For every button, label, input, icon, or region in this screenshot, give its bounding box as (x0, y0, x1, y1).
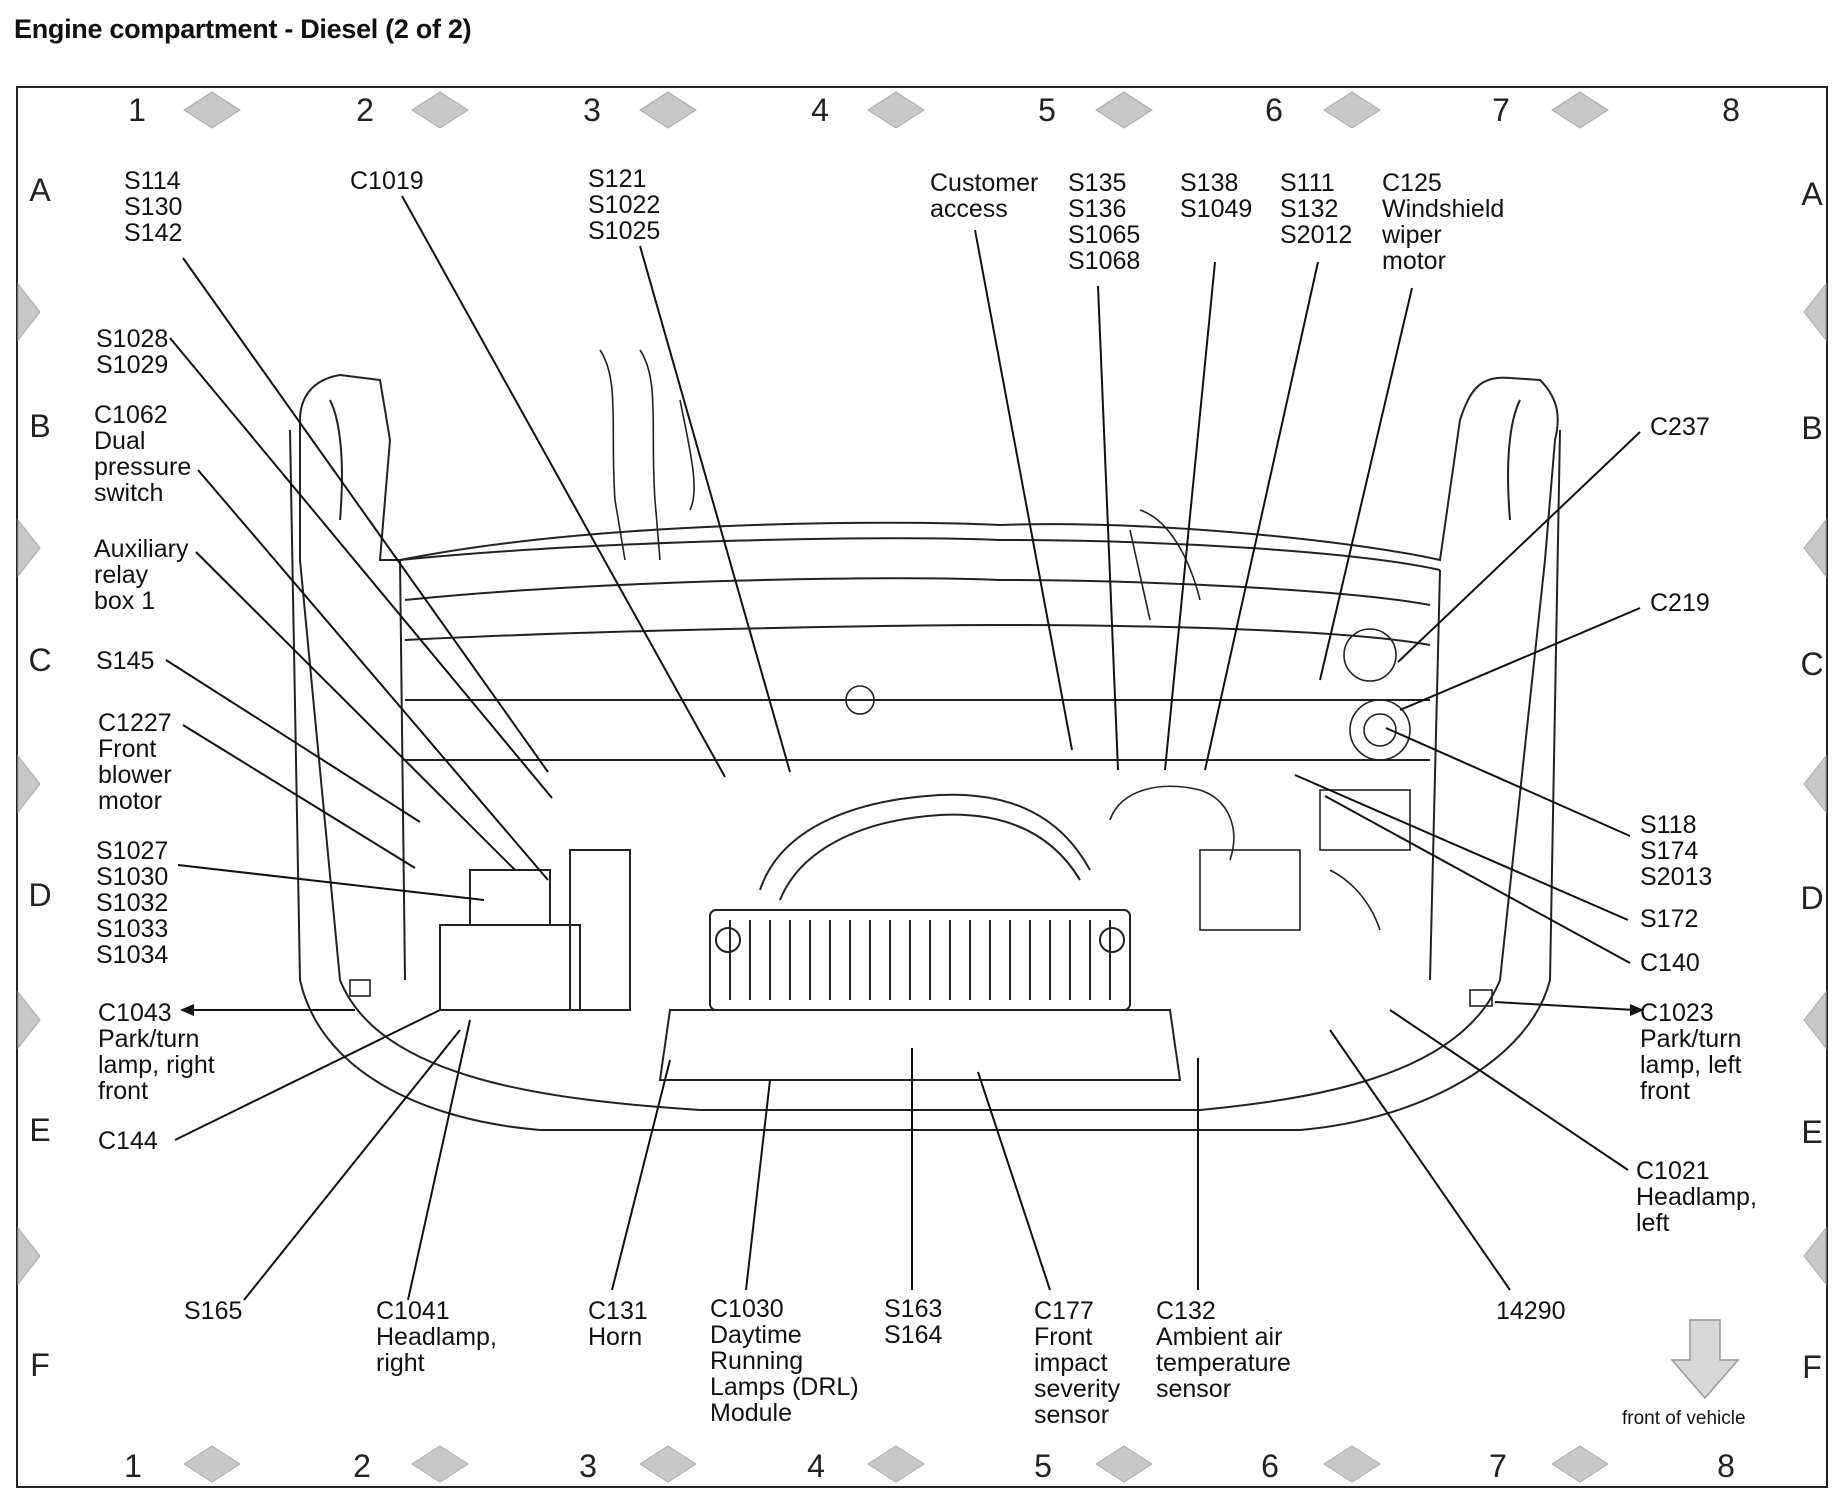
page-title: Engine compartment - Diesel (2 of 2) (14, 14, 472, 44)
col-label-top-3: 3 (583, 92, 601, 128)
label-14290: 14290 (1496, 1297, 1566, 1325)
leader-arrowheads (180, 1004, 1644, 1016)
row-label-left-f: F (30, 1347, 50, 1383)
col-label-bottom-8: 8 (1717, 1448, 1735, 1484)
label-s138-s1049: S138 S1049 (1180, 169, 1253, 223)
label-s1027-s1034: S1027 S1030 S1032 S1033 S1034 (96, 837, 169, 969)
row-label-left-d: D (28, 877, 52, 913)
label-c1043-park-turn-lamp-right-front: C1043 Park/turn lamp, right front (98, 999, 215, 1105)
col-label-bottom-6: 6 (1261, 1448, 1279, 1484)
label-c1041-headlamp-right: C1041 Headlamp, right (376, 1297, 497, 1377)
label-c1227-front-blower-motor: C1227 Front blower motor (98, 709, 172, 815)
label-c219: C219 (1650, 589, 1710, 617)
leader-lines (165, 195, 1641, 1301)
row-label-right-d: D (1800, 880, 1824, 916)
label-c1021-headlamp-left: C1021 Headlamp, left (1636, 1157, 1757, 1237)
label-s111-s132-s2012: S111 S132 S2012 (1280, 169, 1353, 249)
row-label-right-a: A (1801, 176, 1823, 212)
vehicle-outline (289, 373, 1561, 1131)
front-of-vehicle-label: front of vehicle (1622, 1408, 1746, 1429)
grid-diamonds (17, 91, 1827, 1483)
label-c131-horn: C131 Horn (588, 1297, 648, 1351)
col-label-bottom-1: 1 (124, 1448, 142, 1484)
col-label-bottom-5: 5 (1034, 1448, 1052, 1484)
label-c140: C140 (1640, 949, 1700, 977)
row-label-left-b: B (29, 408, 51, 444)
label-s172: S172 (1640, 905, 1699, 933)
row-label-right-b: B (1801, 410, 1823, 446)
row-label-left-a: A (29, 172, 51, 208)
engine-parts (349, 349, 1493, 1007)
label-c132-ambient-air-temperature-sensor: C132 Ambient air temperature sensor (1156, 1297, 1291, 1403)
label-s163-s164: S163 S164 (884, 1295, 943, 1349)
label-c1062-dual-pressure-switch: C1062 Dual pressure switch (94, 401, 192, 507)
row-label-right-e: E (1801, 1114, 1823, 1150)
relay-box (439, 849, 631, 1011)
row-label-left-e: E (29, 1112, 51, 1148)
label-auxiliary-relay-box-1: Auxiliary relay box 1 (94, 535, 189, 615)
col-label-top-1: 1 (128, 92, 146, 128)
row-label-right-f: F (1802, 1349, 1822, 1385)
label-s118-s174-s2013: S118 S174 S2013 (1640, 811, 1713, 891)
label-s1028-s1029: S1028 S1029 (96, 325, 169, 379)
label-c1030-drl-module: C1030 Daytime Running Lamps (DRL) Module (710, 1295, 859, 1427)
col-label-bottom-2: 2 (353, 1448, 371, 1484)
label-s135-s136-s1065-s1068: S135 S136 S1065 S1068 (1068, 169, 1141, 275)
label-c1019: C1019 (350, 167, 424, 195)
label-s114-s130-s142: S114 S130 S142 (124, 167, 183, 247)
label-s145: S145 (96, 647, 155, 675)
label-customer-access: Customer access (930, 169, 1039, 223)
row-label-left-c: C (28, 642, 52, 678)
col-label-bottom-3: 3 (579, 1448, 597, 1484)
label-c125-windshield-wiper-motor: C125 Windshield wiper motor (1382, 169, 1505, 275)
label-s165: S165 (184, 1297, 243, 1325)
col-label-top-5: 5 (1038, 92, 1056, 128)
col-label-bottom-7: 7 (1489, 1448, 1507, 1484)
col-label-top-6: 6 (1265, 92, 1283, 128)
front-of-vehicle-arrow (1670, 1319, 1740, 1400)
col-label-top-4: 4 (811, 92, 829, 128)
col-label-top-7: 7 (1492, 92, 1510, 128)
col-label-top-2: 2 (356, 92, 374, 128)
label-c177-front-impact-severity-sensor: C177 Front impact severity sensor (1034, 1297, 1121, 1429)
label-c1023-park-turn-lamp-left-front: C1023 Park/turn lamp, left front (1640, 999, 1742, 1105)
col-label-bottom-4: 4 (807, 1448, 825, 1484)
row-label-right-c: C (1800, 646, 1824, 682)
diagram-frame (16, 86, 1828, 1488)
label-s121-s1022-s1025: S121 S1022 S1025 (588, 165, 661, 245)
label-c237: C237 (1650, 413, 1710, 441)
radiator (658, 793, 1182, 1081)
col-label-top-8: 8 (1722, 92, 1740, 128)
label-c144: C144 (98, 1127, 158, 1155)
